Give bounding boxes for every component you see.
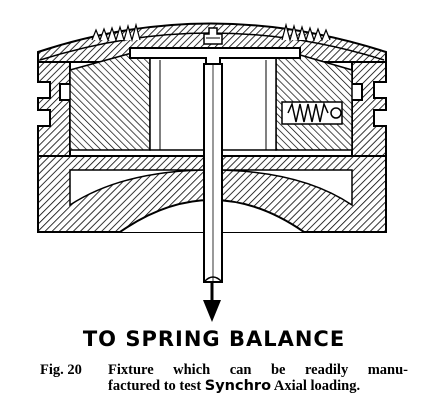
brand-name: Synchro [204,378,272,394]
pull-rod [203,63,223,283]
outer-housing-right [351,61,387,157]
outer-housing-left [37,61,71,157]
caption-line-2: factured to test Synchro Axial loading. [108,378,408,394]
detent-spring [281,101,343,125]
caption-line-2-prefix: factured to test [108,378,202,394]
caption-line-2-suffix: Axial loading. [273,378,361,394]
arrow-down-icon [203,282,221,322]
spring-balance-label: TO SPRING BALANCE [82,327,346,351]
t-bar [129,27,301,65]
caption-line-1: Fixture which can be readily manu- [108,362,408,378]
caption-text: Fixture which can be readily manu- factu… [108,362,408,394]
gear-teeth [91,22,331,43]
figure-number: Fig. 20 [40,362,82,378]
